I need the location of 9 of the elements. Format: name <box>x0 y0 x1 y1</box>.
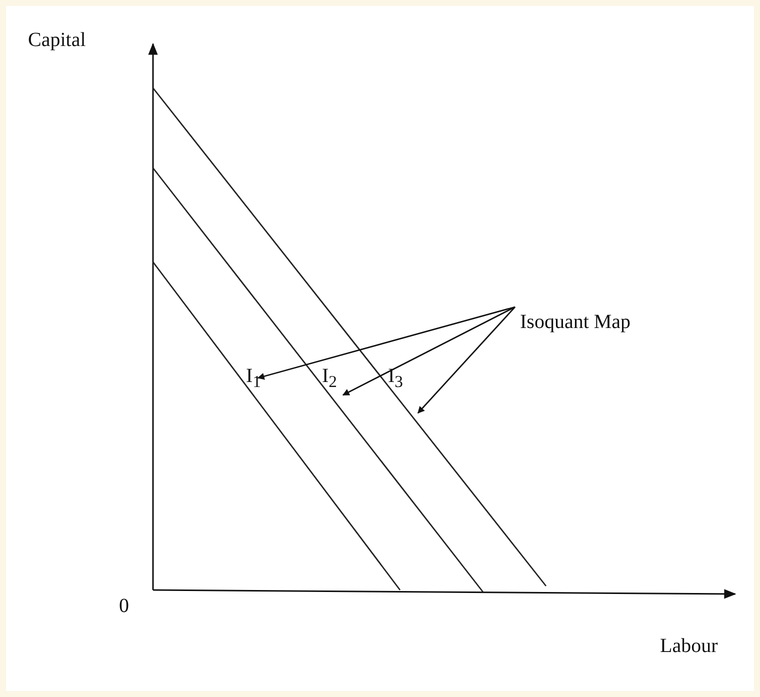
leader-arrow <box>342 306 516 396</box>
callout-text: Isoquant Map <box>520 310 631 334</box>
origin-label: 0 <box>119 594 129 618</box>
x-axis-label: Labour <box>660 634 718 658</box>
curve-label: I$_{1}$ <box>246 364 261 393</box>
leader-arrow <box>257 306 516 380</box>
y-axis-label: Capital <box>28 28 86 52</box>
leader-arrow <box>417 306 516 414</box>
curve-label: I$_{2}$ <box>322 364 337 393</box>
